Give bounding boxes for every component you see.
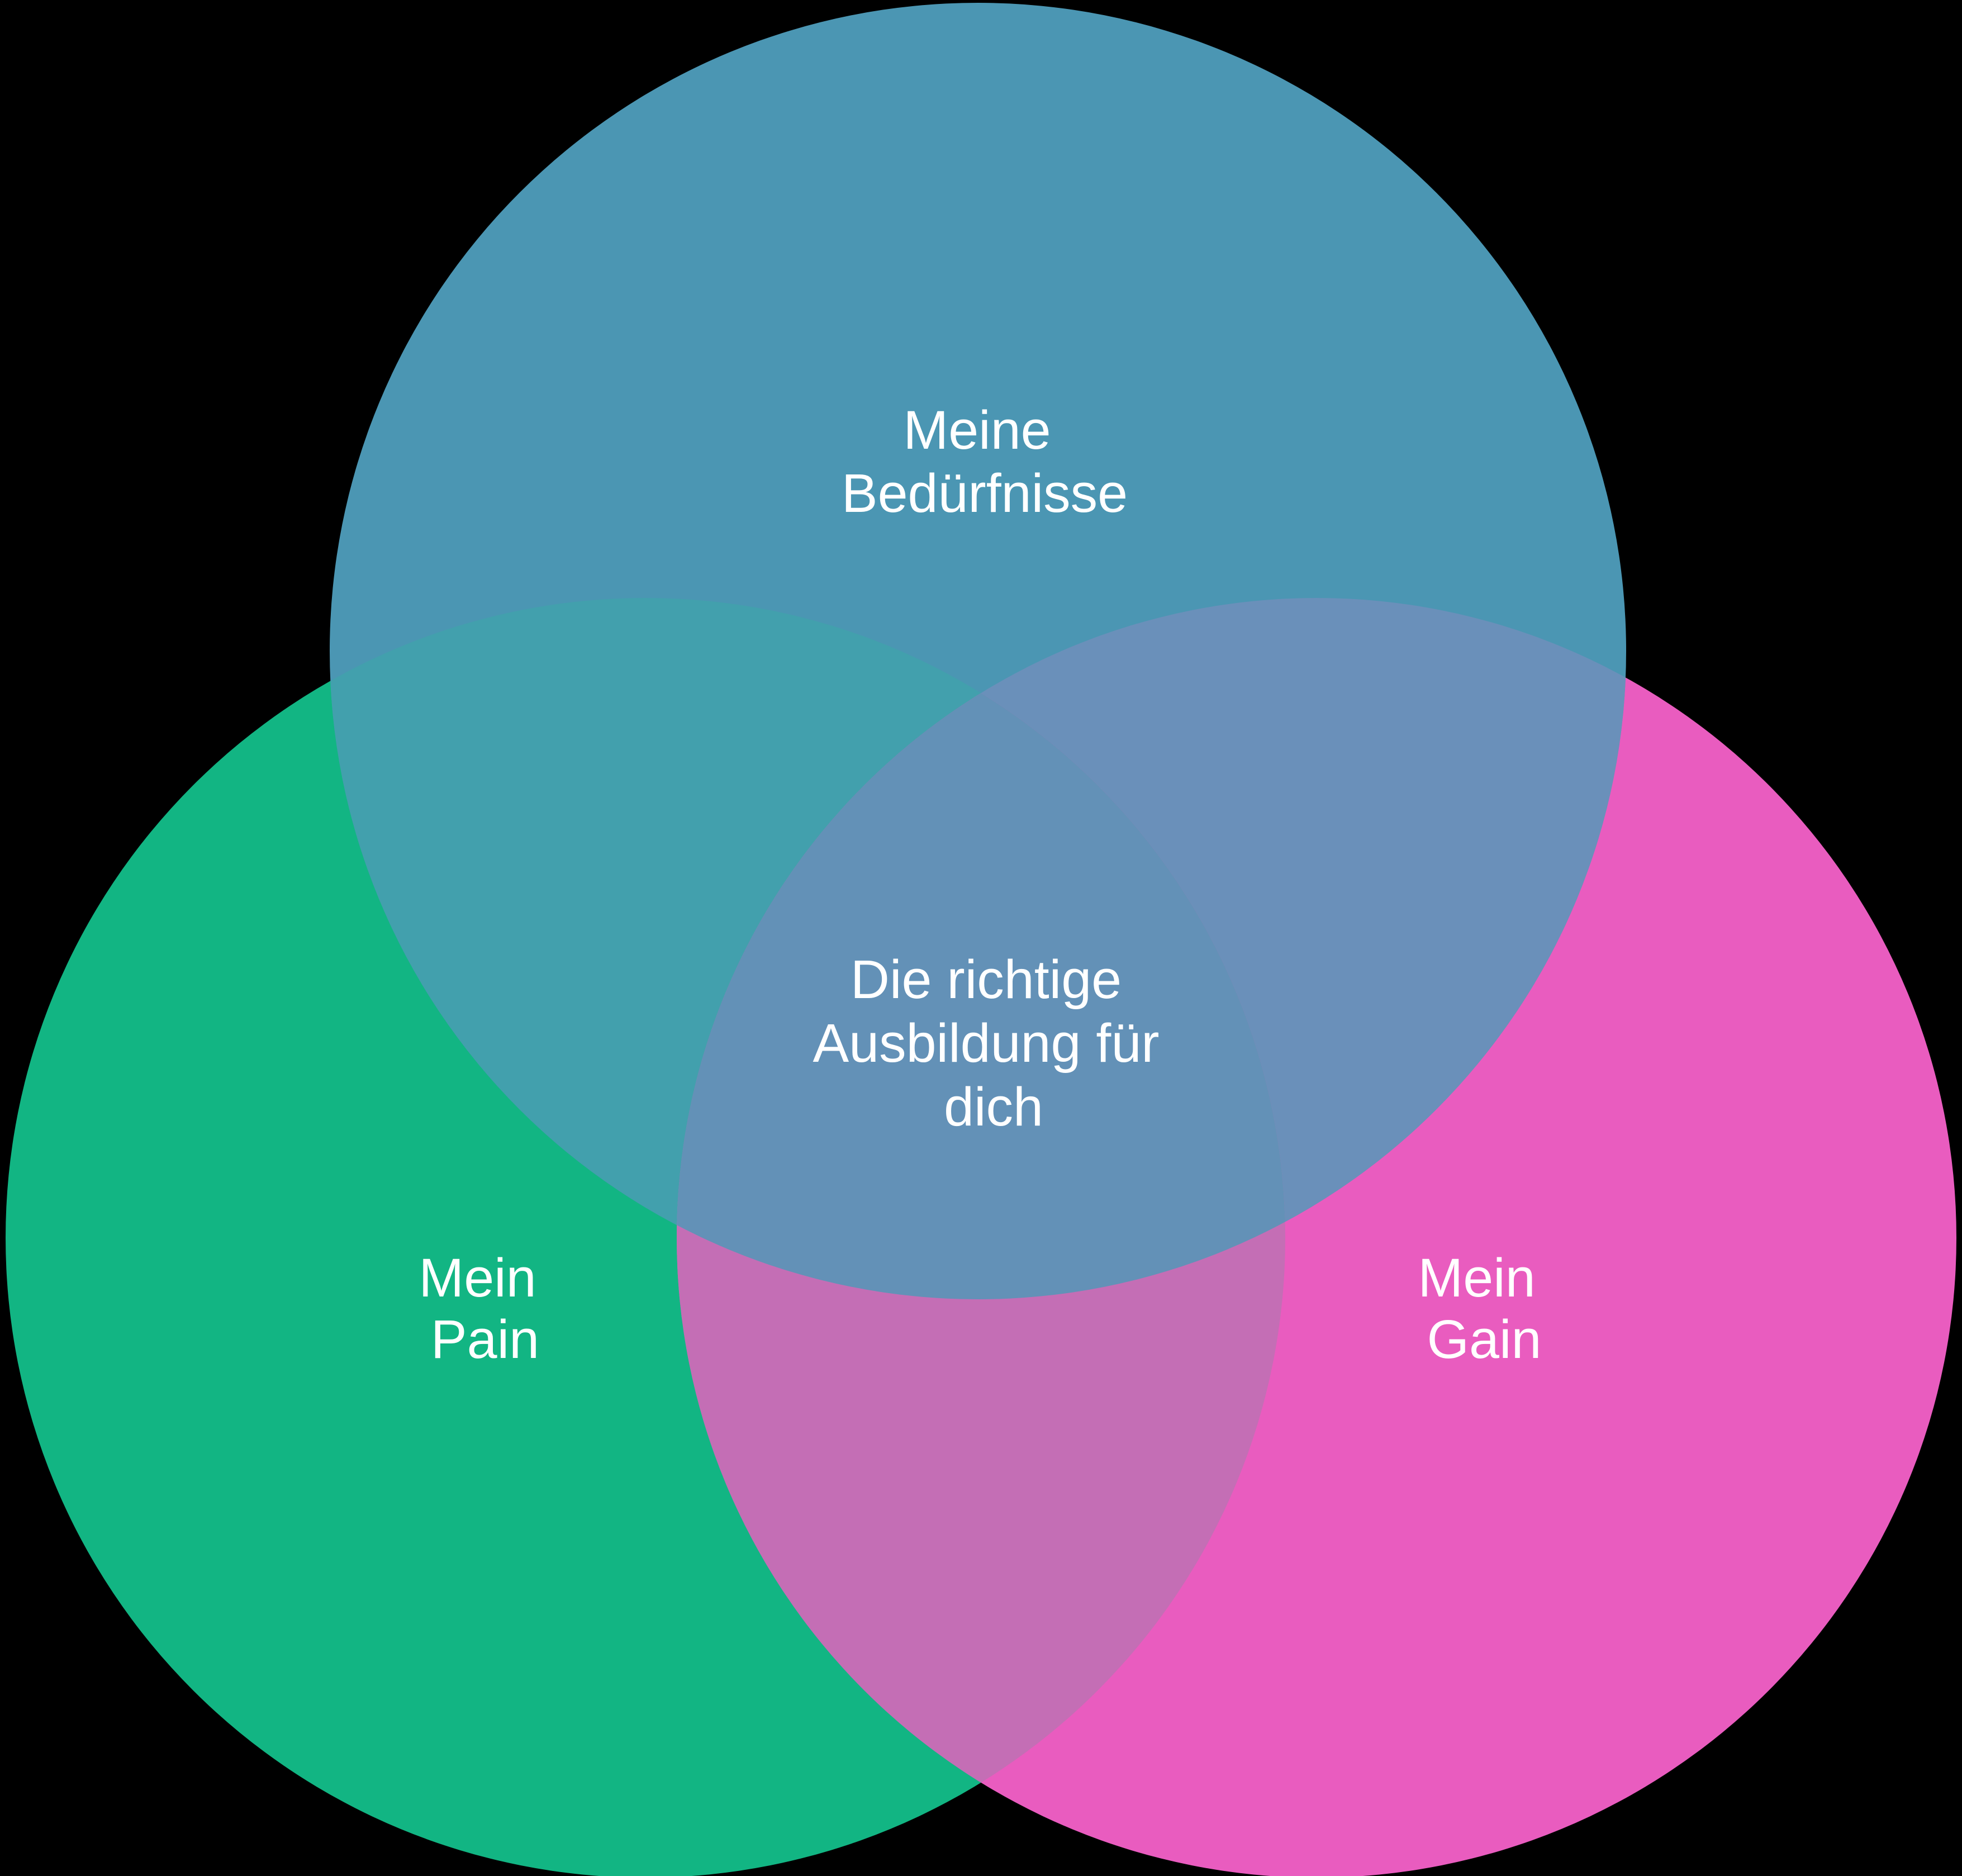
needs-label: Meine Bedürfnisse [842,400,1128,524]
center-label: Die richtige Ausbildung für dich [813,949,1174,1137]
overlap-center [677,598,1285,1299]
pain-label: Mein Pain [419,1247,551,1370]
gain-label: Mein Gain [1418,1247,1550,1370]
